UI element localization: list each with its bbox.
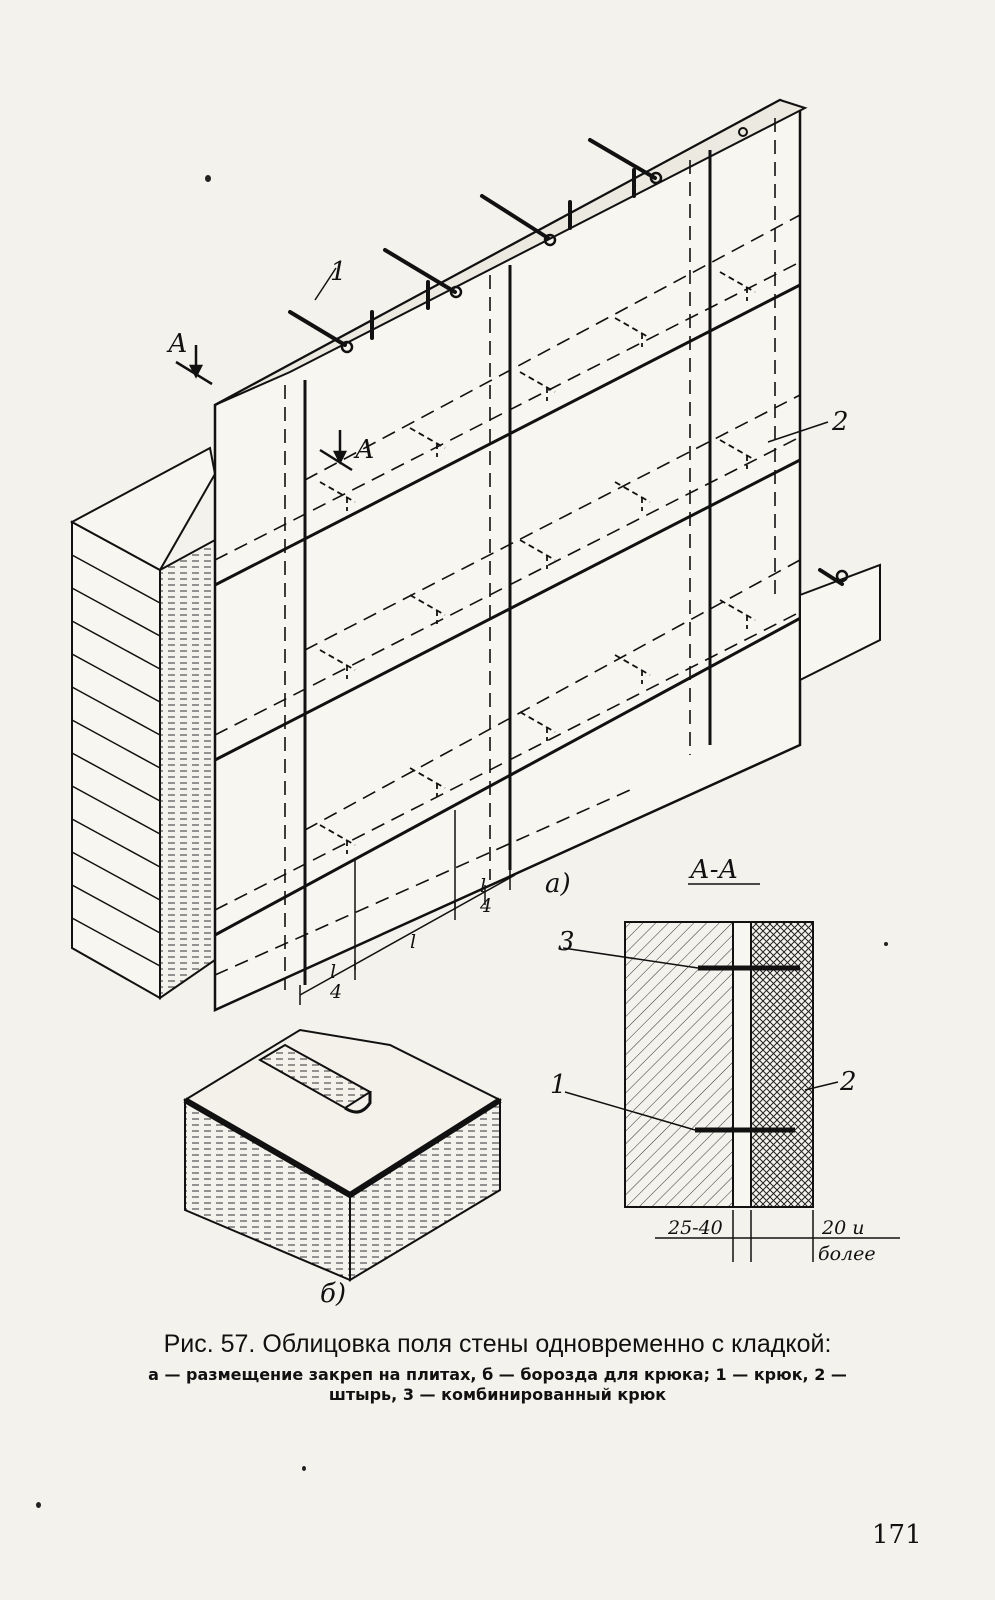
section-marker-left: А <box>166 329 188 359</box>
callout-2: 2 <box>831 407 849 437</box>
caption-description: а — размещение закреп на плитах, б — бор… <box>40 1365 955 1405</box>
groove-detail <box>183 1028 503 1282</box>
view-b-label: б) <box>320 1279 346 1309</box>
caption-line-1: а — размещение закреп на плитах, б — бор… <box>148 1365 847 1384</box>
section-a-a <box>562 921 900 1262</box>
callout-1: 1 <box>330 257 347 287</box>
dim-l4-a-num: l <box>330 961 336 983</box>
caption-line-2: штырь, 3 — комбинированный крюк <box>328 1385 667 1404</box>
dim-face-2: более <box>818 1243 876 1265</box>
section-callout-2: 2 <box>839 1067 857 1097</box>
brick-masonry <box>69 446 217 1000</box>
hooks-top <box>288 127 849 586</box>
page-number: 171 <box>872 1520 922 1550</box>
section-marker-right: А <box>353 435 375 465</box>
speck <box>302 1466 306 1471</box>
section-callout-1: 1 <box>550 1070 567 1100</box>
facing-slab-grid <box>213 98 881 1012</box>
technical-drawing: А А 1 2 l l 4 l 4 а) А-А 3 1 2 25-40 <box>69 98 900 1309</box>
dim-face: 20 и <box>821 1217 864 1239</box>
figure-caption: Рис. 57. Облицовка поля стены одновремен… <box>40 1330 955 1405</box>
speck <box>884 942 888 946</box>
section-title: А-А <box>688 855 738 885</box>
dim-l4-b-den: 4 <box>479 895 492 917</box>
dim-l: l <box>410 931 416 953</box>
dim-l4-b-num: l <box>480 875 486 897</box>
section-callout-3: 3 <box>558 927 575 957</box>
pins <box>319 271 756 854</box>
dim-l4-a-den: 4 <box>329 981 342 1003</box>
dimension-lines <box>299 810 516 1005</box>
view-a-label: а) <box>545 869 571 899</box>
dim-gap: 25-40 <box>667 1217 723 1239</box>
speck <box>36 1502 41 1508</box>
speck <box>205 175 211 182</box>
section-markers <box>175 345 353 472</box>
caption-title: Рис. 57. Облицовка поля стены одновремен… <box>163 1330 832 1358</box>
